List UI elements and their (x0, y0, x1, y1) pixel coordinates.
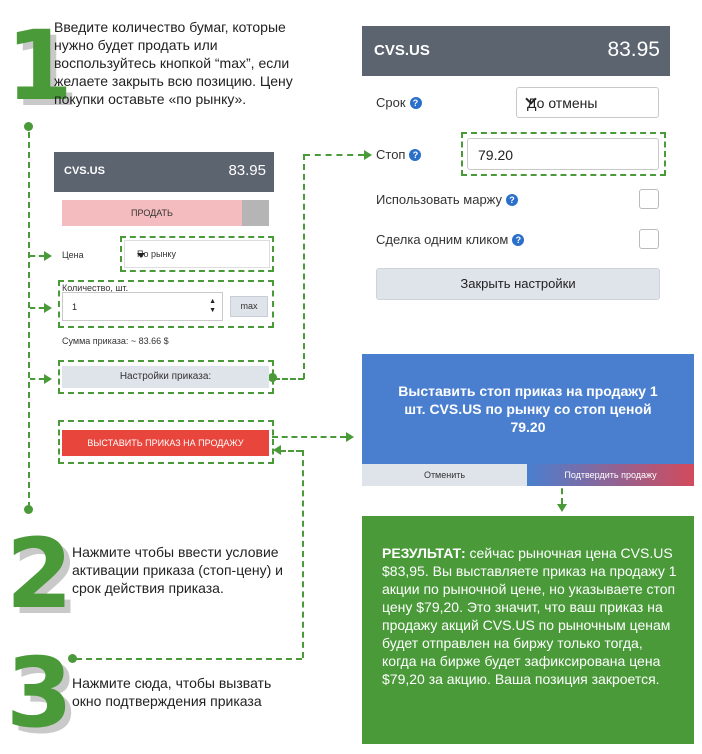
highlight-price (120, 236, 274, 272)
connector-line (272, 436, 346, 438)
margin-label-text: Использовать маржу (376, 192, 503, 207)
arrow-right (44, 374, 52, 384)
quantity-input[interactable]: 1 ▲▼ (62, 292, 223, 321)
help-icon[interactable]: ? (409, 149, 422, 161)
highlight-submit (58, 420, 274, 464)
confirm-message: Выставить стоп приказ на продажу 1 шт. C… (398, 383, 658, 435)
step-3-text: Нажмите сюда, чтобы вызвать окно подтвер… (72, 675, 272, 709)
connector-line (280, 450, 302, 452)
confirm-sell-button[interactable]: Подтвердить продажу (527, 464, 694, 486)
result-text: РЕЗУЛЬТАТ: сейчас рыночная цена CVS.US $… (382, 544, 678, 688)
order-settings-button[interactable]: Настройки приказа: (62, 366, 269, 388)
step-2-text: Нажмите чтобы ввести условие активации п… (72, 544, 283, 596)
arrow-right (364, 150, 372, 160)
price-label: Цена (62, 250, 84, 260)
result-body: сейчас рыночная цена CVS.US $83,95. Вы в… (382, 545, 677, 687)
step-1-text: Введите количество бумаг, которые нужно … (54, 19, 293, 107)
arrow-right (44, 251, 52, 261)
result-box: РЕЗУЛЬТАТ: сейчас рыночная цена CVS.US $… (362, 516, 694, 744)
stop-price-input[interactable]: 79.20 (467, 138, 659, 170)
term-label-text: Срок (376, 95, 406, 110)
price-select[interactable]: По рынку (124, 240, 270, 268)
ticket-price: 83.95 (228, 162, 266, 179)
settings-header: CVS.US 83.95 (362, 26, 670, 76)
one-click-label: Сделка одним кликом? (376, 232, 525, 247)
connector-line (30, 378, 44, 380)
stepper-icon[interactable]: ▲▼ (209, 298, 216, 314)
help-icon[interactable]: ? (506, 194, 519, 206)
arrow-down (557, 504, 567, 512)
margin-checkbox[interactable] (639, 189, 659, 209)
connector-dot (24, 122, 33, 131)
stop-price-value: 79.20 (478, 147, 514, 163)
close-settings-button[interactable]: Закрыть настройки (376, 268, 660, 300)
max-button[interactable]: max (230, 296, 268, 317)
step-1-number: 1 (6, 10, 73, 122)
cancel-button[interactable]: Отменить (362, 464, 527, 486)
settings-price: 83.95 (607, 38, 660, 61)
result-heading: РЕЗУЛЬТАТ: (382, 545, 466, 561)
help-icon[interactable]: ? (512, 234, 525, 246)
one-click-checkbox[interactable] (639, 229, 659, 249)
step-2-number: 2 (6, 518, 73, 630)
highlight-quantity (58, 280, 274, 328)
confirm-dialog: Выставить стоп приказ на продажу 1 шт. C… (362, 354, 694, 464)
arrow-up (273, 445, 281, 455)
connector-line (302, 450, 304, 658)
arrow-right (44, 303, 52, 313)
quantity-value: 1 (72, 302, 78, 312)
one-click-label-text: Сделка одним кликом (376, 232, 509, 247)
term-label: Срок? (376, 95, 422, 110)
connector-line (274, 378, 304, 380)
buy-button[interactable] (242, 200, 269, 226)
ticket-header: CVS.US 83.95 (54, 152, 274, 192)
connector-line (304, 154, 364, 156)
highlight-stop (461, 132, 666, 176)
term-select[interactable]: До отмены (516, 87, 659, 118)
order-sum: Сумма приказа: ~ 83.66 $ (62, 336, 169, 346)
connector-line (303, 154, 305, 379)
help-icon[interactable]: ? (409, 97, 422, 109)
price-select-value: По рынку (137, 249, 176, 259)
connector-line (30, 255, 44, 257)
connector-line (28, 132, 30, 508)
settings-symbol: CVS.US (374, 42, 430, 59)
arrow-right (346, 432, 354, 442)
ticket-symbol: CVS.US (64, 165, 105, 177)
connector-dot (68, 654, 77, 663)
submit-sell-order-button[interactable]: ВЫСТАВИТЬ ПРИКАЗ НА ПРОДАЖУ (62, 430, 269, 456)
stop-label: Стоп? (376, 147, 422, 162)
margin-label: Использовать маржу? (376, 192, 519, 207)
connector-line (30, 307, 44, 309)
term-select-value: До отмены (527, 95, 598, 111)
sell-button[interactable]: ПРОДАТЬ (62, 200, 242, 226)
step-3-number: 3 (6, 637, 73, 749)
highlight-settings (58, 360, 274, 394)
quantity-label: Количество, шт. (62, 283, 129, 293)
caret-down-icon (137, 253, 145, 258)
stop-label-text: Стоп (376, 147, 406, 162)
connector-dot (24, 505, 33, 514)
connector-line (76, 658, 302, 660)
